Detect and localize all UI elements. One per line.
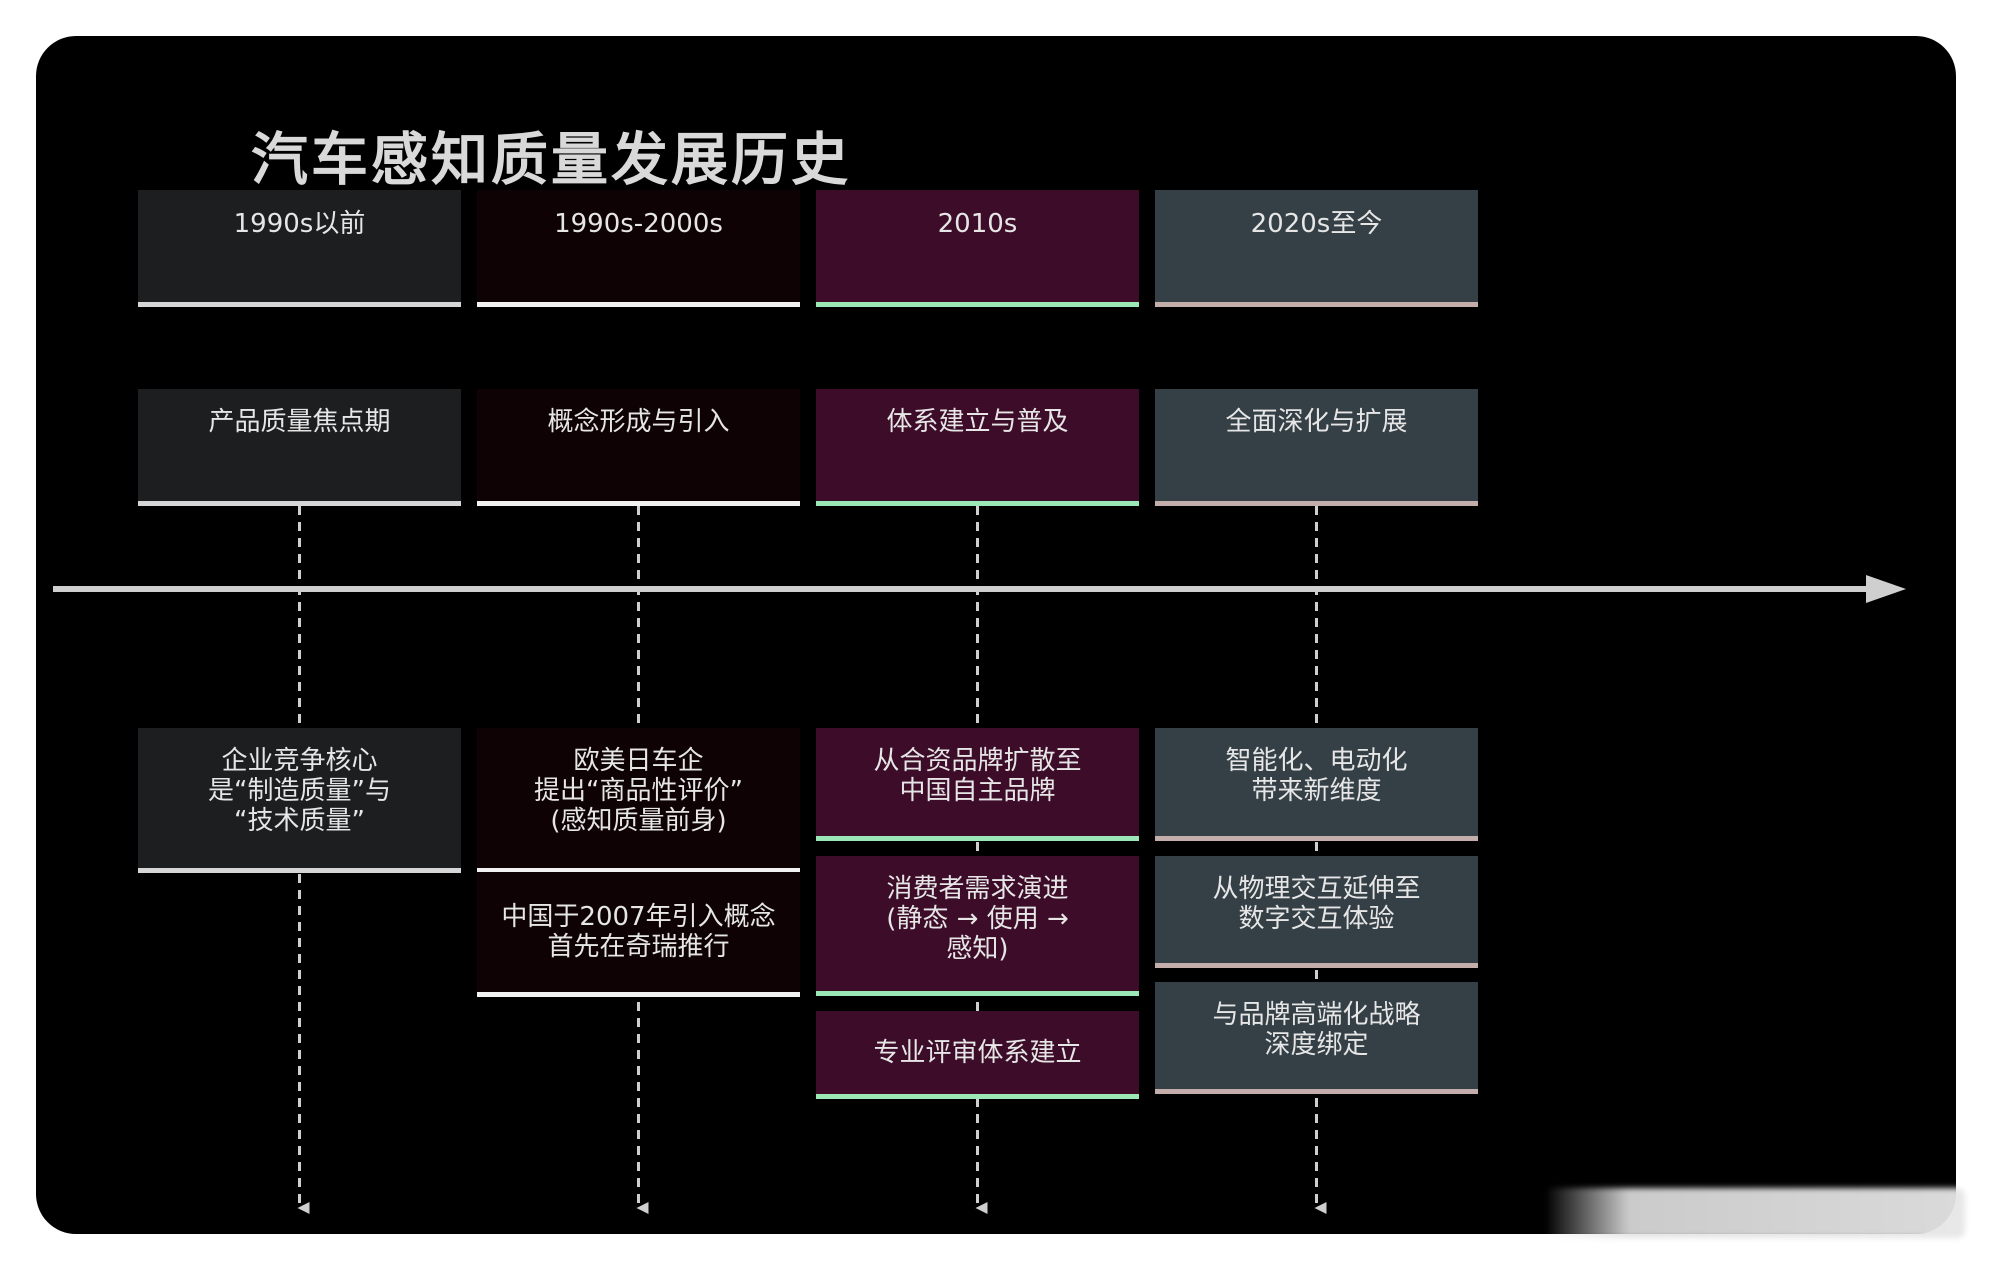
era-box: 2010s xyxy=(816,190,1139,307)
event-box: 消费者需求演进 (静态 → 使用 → 感知) xyxy=(816,856,1139,996)
era-box: 2020s至今 xyxy=(1155,190,1478,307)
event-box: 从物理交互延伸至 数字交互体验 xyxy=(1155,856,1478,968)
watermark-blur xyxy=(1545,1188,1965,1238)
event-box: 专业评审体系建立 xyxy=(816,1011,1139,1099)
diagram-title: 汽车感知质量发展历史 xyxy=(251,127,851,193)
era-box: 1990s-2000s xyxy=(477,190,800,307)
timeline-arrowhead xyxy=(1866,575,1906,603)
event-box: 中国于2007年引入概念 首先在奇瑞推行 xyxy=(477,872,800,997)
event-box: 企业竞争核心 是“制造质量”与 “技术质量” xyxy=(138,728,461,873)
era-box: 1990s以前 xyxy=(138,190,461,307)
phase-box: 体系建立与普及 xyxy=(816,389,1139,506)
phase-box: 产品质量焦点期 xyxy=(138,389,461,506)
event-box: 欧美日车企 提出“商品性评价” (感知质量前身) xyxy=(477,728,800,873)
phase-box: 概念形成与引入 xyxy=(477,389,800,506)
phase-box: 全面深化与扩展 xyxy=(1155,389,1478,506)
event-box: 智能化、电动化 带来新维度 xyxy=(1155,728,1478,841)
event-box: 从合资品牌扩散至 中国自主品牌 xyxy=(816,728,1139,841)
event-box: 与品牌高端化战略 深度绑定 xyxy=(1155,982,1478,1094)
